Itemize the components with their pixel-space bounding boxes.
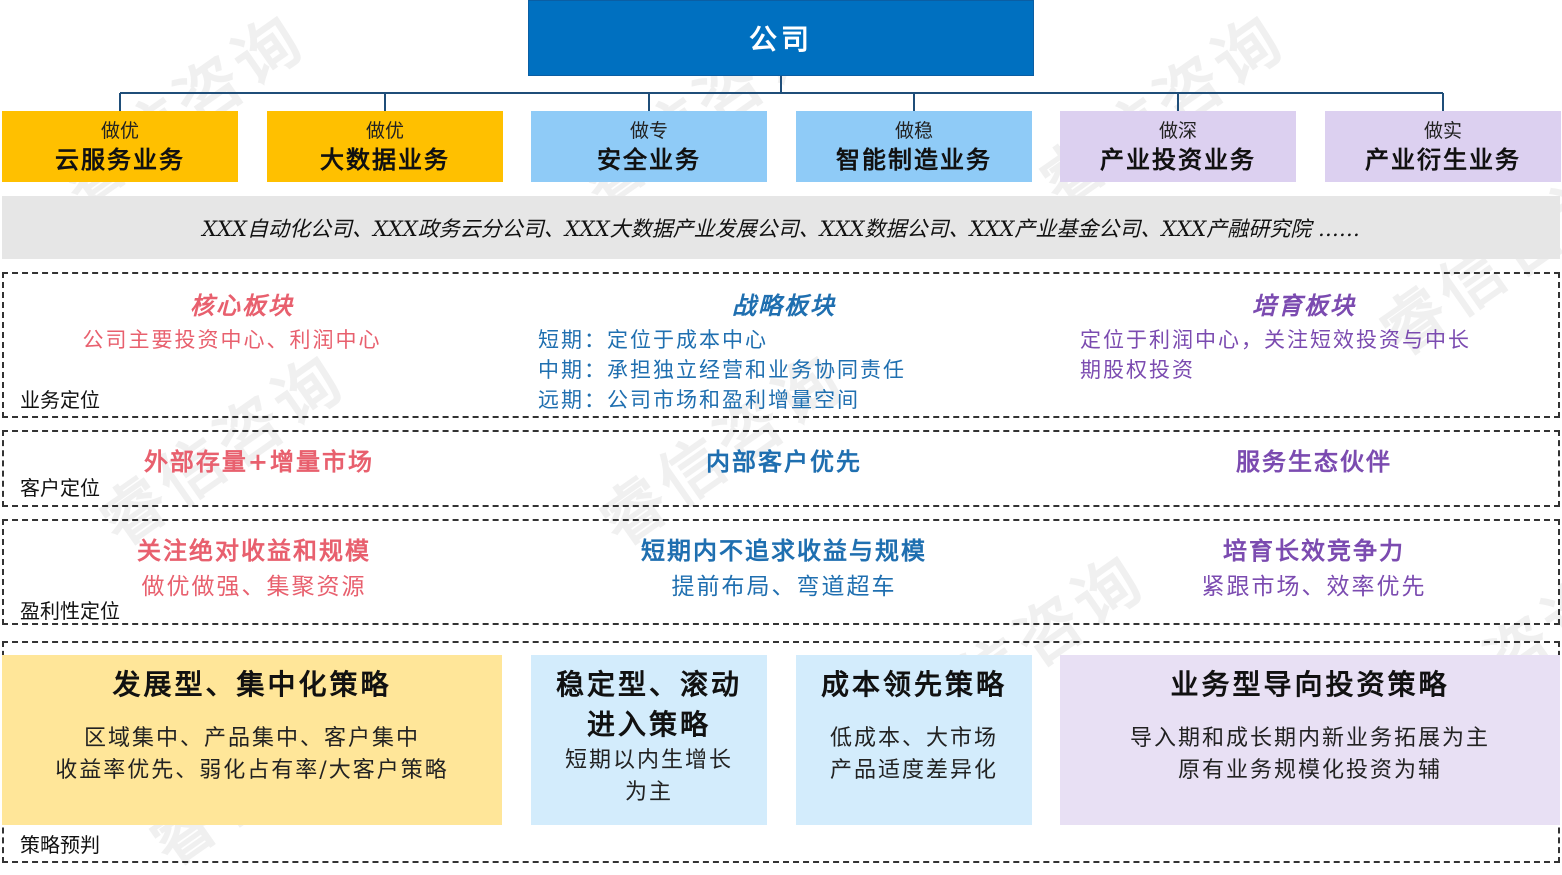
business-security: 做专 安全业务 [531, 111, 767, 182]
core-customer: 外部存量+增量市场 [143, 447, 375, 476]
strategic-customer: 内部客户优先 [706, 447, 862, 476]
strategy-card-development: 发展型、集中化策略 区域集中、产品集中、客户集中 收益率优先、弱化占有率/大客户… [2, 655, 502, 825]
business-name: 安全业务 [597, 144, 701, 174]
strategy-title: 业务型导向投资策略 [1170, 668, 1450, 701]
strategy-desc: 导入期和成长期内新业务拓展为主 [1129, 726, 1490, 751]
business-name: 云服务业务 [55, 144, 185, 174]
customer-row: 外部存量+增量市场 内部客户优先 服务生态伙伴 客户定位 [2, 430, 1560, 507]
core-profit-text: 做优做强、集聚资源 [141, 574, 367, 600]
nurture-customer: 服务生态伙伴 [1236, 447, 1392, 476]
business-name: 产业衍生业务 [1365, 144, 1521, 174]
business-manufacturing: 做稳 智能制造业务 [796, 111, 1032, 182]
business-name: 智能制造业务 [836, 144, 992, 174]
strategic-line: 短期：定位于成本中心 [538, 328, 768, 352]
strategy-card-stable: 稳定型、滚动 进入策略 短期以内生增长 为主 [531, 655, 767, 825]
strategy-desc: 原有业务规模化投资为辅 [1177, 758, 1442, 783]
strategy-card-cost: 成本领先策略 低成本、大市场 产品适度差异化 [796, 655, 1032, 825]
strategy-desc: 区域集中、产品集中、客户集中 [83, 726, 420, 751]
strategy-desc: 产品适度差异化 [829, 758, 998, 783]
core-profit-title: 关注绝对收益和规模 [137, 536, 371, 565]
strategic-profit-title: 短期内不追求收益与规模 [641, 536, 927, 565]
core-segment-text: 公司主要投资中心、利润中心 [82, 328, 382, 352]
business-name: 大数据业务 [320, 144, 450, 174]
business-derivative: 做实 产业衍生业务 [1325, 111, 1561, 182]
strategy-card-investment: 业务型导向投资策略 导入期和成长期内新业务拓展为主 原有业务规模化投资为辅 [1060, 655, 1560, 825]
company-node: 公司 [528, 0, 1034, 76]
strategy-desc: 低成本、大市场 [829, 726, 998, 751]
strategy-title: 稳定型、滚动 进入策略 [555, 668, 742, 741]
strategy-desc: 为主 [624, 780, 673, 805]
business-sub: 做稳 [894, 119, 933, 142]
business-sub: 做优 [100, 119, 139, 142]
strategic-segment-title: 战略板块 [732, 291, 836, 320]
strategy-desc: 短期以内生增长 [564, 748, 733, 773]
core-segment-title: 核心板块 [190, 291, 294, 320]
strategy-desc: 收益率优先、弱化占有率/大客户策略 [55, 758, 449, 783]
row-label-positioning: 业务定位 [20, 388, 100, 412]
nurture-segment-title: 培育板块 [1252, 291, 1356, 320]
business-sub: 做优 [365, 119, 404, 142]
business-sub: 做专 [629, 119, 668, 142]
strategy-title: 发展型、集中化策略 [112, 668, 392, 701]
nurture-line: 定位于利润中心，关注短效投资与中长 [1080, 328, 1471, 352]
nurture-line: 期股权投资 [1080, 358, 1195, 382]
business-name: 产业投资业务 [1100, 144, 1256, 174]
nurture-profit-title: 培育长效竞争力 [1223, 536, 1405, 565]
business-bigdata: 做优 大数据业务 [267, 111, 503, 182]
row-label-customer: 客户定位 [20, 476, 100, 500]
business-cloud: 做优 云服务业务 [2, 111, 238, 182]
business-sub: 做实 [1423, 119, 1462, 142]
profit-row: 关注绝对收益和规模 做优做强、集聚资源 短期内不追求收益与规模 提前布局、弯道超… [2, 519, 1560, 625]
nurture-profit-text: 紧跟市场、效率优先 [1201, 574, 1427, 600]
strategic-line: 远期：公司市场和盈利增量空间 [538, 388, 860, 412]
row-label-profit: 盈利性定位 [20, 599, 120, 623]
strategic-profit-text: 提前布局、弯道超车 [671, 574, 897, 600]
row-label-strategy: 策略预判 [20, 833, 100, 857]
strategic-line: 中期：承担独立经营和业务协同责任 [538, 358, 906, 382]
subsidiaries-band: XXX自动化公司、XXX政务云分公司、XXX大数据产业发展公司、XXX数据公司、… [2, 196, 1560, 259]
positioning-row: 核心板块 公司主要投资中心、利润中心 战略板块 短期：定位于成本中心 中期：承担… [2, 272, 1560, 418]
strategy-title: 成本领先策略 [820, 668, 1007, 701]
business-investment: 做深 产业投资业务 [1060, 111, 1296, 182]
business-sub: 做深 [1158, 119, 1197, 142]
